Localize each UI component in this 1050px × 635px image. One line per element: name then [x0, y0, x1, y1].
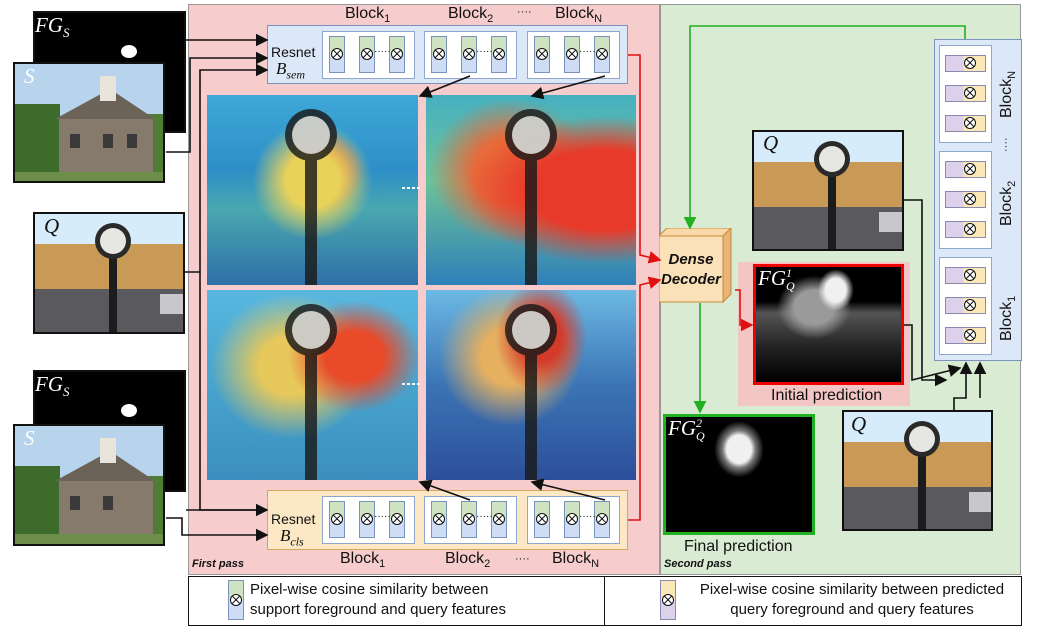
sem-backbone-resnet: Resnet — [271, 44, 316, 60]
cosine-similarity-icon — [596, 48, 608, 60]
sem-block-1-label: Block1 — [345, 5, 391, 26]
cosine-similarity-icon — [566, 513, 578, 525]
cosine-similarity-icon — [964, 87, 976, 99]
church-photo — [15, 64, 163, 181]
cosine-similarity-icon — [964, 269, 976, 281]
legend — [188, 576, 1022, 626]
query-image-second-top — [752, 130, 904, 251]
cosine-similarity-icon — [493, 513, 505, 525]
heatmap-clock-overlay — [285, 109, 557, 480]
support-image-bottom-label: S — [24, 426, 35, 450]
final-prediction-caption: Final prediction — [684, 538, 793, 555]
query-second-top-label: Q — [763, 131, 779, 155]
cls-block-1-label: Block1 — [340, 550, 386, 571]
cosine-similarity-icon — [596, 513, 608, 525]
cosine-similarity-icon — [964, 117, 976, 129]
cls-block-2-label: Block2 — [445, 550, 491, 571]
cosine-similarity-icon — [964, 57, 976, 69]
cosine-similarity-icon — [331, 513, 343, 525]
cell-ellipsis: ····· — [476, 46, 493, 57]
cosine-similarity-icon — [964, 193, 976, 205]
cls-backbone-resnet: Resnet — [271, 511, 316, 527]
cosine-similarity-icon — [536, 48, 548, 60]
sem-dots: ···· — [517, 6, 532, 18]
cosine-similarity-icon — [391, 513, 403, 525]
cosine-similarity-icon — [964, 163, 976, 175]
sem-block-n-label: BlockN — [555, 5, 603, 26]
query-image-second-bottom — [842, 410, 993, 531]
first-pass-title: First pass — [192, 558, 244, 570]
cosine-similarity-icon — [463, 48, 475, 60]
final-prediction-label: FG2Q — [668, 416, 705, 444]
cosine-similarity-icon — [331, 48, 343, 60]
initial-prediction-label: FG1Q — [758, 266, 795, 294]
cell-ellipsis: ····· — [579, 511, 596, 522]
legend-divider — [604, 576, 605, 626]
legend-cosine-icon-query — [662, 594, 674, 606]
cosine-similarity-icon — [361, 513, 373, 525]
support-image-bottom — [13, 424, 165, 546]
cosine-similarity-icon — [964, 223, 976, 235]
cosine-similarity-icon — [361, 48, 373, 60]
church-photo-2 — [15, 426, 163, 544]
support-image-top — [13, 62, 165, 183]
legend-right-text: Pixel-wise cosine similarity between pre… — [699, 581, 1005, 618]
cell-ellipsis: ····· — [579, 46, 596, 57]
sem-backbone-symbol: Bsem — [276, 59, 306, 82]
dense-decoder — [659, 228, 732, 304]
clock-square-photo — [35, 214, 183, 332]
cls-block-n-label: BlockN — [552, 550, 600, 571]
query-second-bottom-label: Q — [851, 412, 867, 436]
query-image-left-label: Q — [44, 214, 60, 238]
cosine-similarity-icon — [493, 48, 505, 60]
cls-dots: ···· — [515, 553, 530, 565]
second-pass-title: Second pass — [664, 558, 732, 570]
cosine-similarity-icon — [391, 48, 403, 60]
support-mask-bottom-label: FGS — [35, 372, 70, 400]
cosine-similarity-icon — [964, 329, 976, 341]
cosine-similarity-icon — [433, 513, 445, 525]
cell-ellipsis: ····· — [374, 511, 391, 522]
query-image-left — [33, 212, 185, 334]
final-prediction-image — [663, 414, 815, 535]
sem-block-2-label: Block2 — [448, 5, 494, 26]
initial-prediction-image — [753, 264, 904, 385]
cosine-similarity-icon — [964, 299, 976, 311]
cosine-similarity-icon — [463, 513, 475, 525]
cell-ellipsis: ····· — [374, 46, 391, 57]
legend-cosine-icon-support — [230, 594, 242, 606]
cosine-similarity-icon — [566, 48, 578, 60]
cosine-similarity-icon — [536, 513, 548, 525]
support-image-top-label: S — [24, 64, 35, 88]
cosine-similarity-icon — [433, 48, 445, 60]
support-mask-top-label: FGS — [35, 13, 70, 41]
initial-prediction-caption: Initial prediction — [771, 387, 883, 404]
cls-backbone-symbol: Bcls — [280, 526, 304, 549]
cell-ellipsis: ····· — [476, 511, 493, 522]
